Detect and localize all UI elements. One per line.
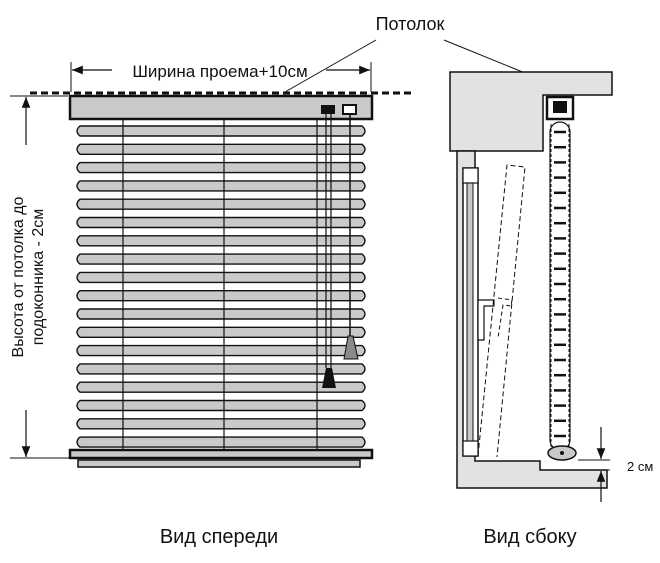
side-view-caption: Вид сбоку (483, 526, 576, 548)
window-sill (77, 459, 361, 468)
headrail (68, 94, 374, 121)
slat (76, 326, 366, 338)
slat (76, 253, 366, 265)
ceiling-wall (449, 71, 613, 152)
window-sash-bottom (462, 440, 479, 457)
window-sash-top (462, 167, 479, 184)
slat (76, 216, 366, 229)
pull-cord-tassel (322, 368, 336, 388)
side-headrail-inner (553, 101, 567, 113)
slat (76, 271, 366, 284)
height-label-line2: подоконника - 2см (30, 209, 47, 346)
control-block-light (342, 104, 357, 115)
open-sash-outline (477, 164, 526, 458)
gap-label: 2 см (627, 459, 653, 474)
slat (76, 363, 366, 375)
control-block-dark (321, 105, 335, 114)
side-view: 2 см Вид сбоку (449, 71, 653, 548)
width-label: Ширина проема+10см (132, 62, 307, 81)
ceiling-leader-front (284, 39, 377, 93)
slats (76, 125, 366, 448)
bottom-rail (68, 448, 374, 460)
slat (76, 290, 366, 302)
slat (76, 143, 366, 155)
slat (76, 381, 366, 393)
slat (76, 308, 366, 320)
slat (76, 235, 366, 247)
side-slat-stack (549, 121, 571, 451)
slat (76, 344, 366, 357)
slat (76, 418, 366, 430)
slat (76, 125, 366, 137)
height-label-line1: Высота от потолка до (10, 196, 27, 357)
slat (76, 180, 366, 192)
slat (76, 399, 366, 412)
slat (76, 161, 366, 174)
slat (76, 198, 366, 210)
side-slat-marks (554, 130, 566, 438)
slat (76, 436, 366, 448)
front-view: Ширина проема+10см Потолок Высота от пот… (10, 14, 575, 548)
window-glass (466, 182, 474, 442)
tilt-wand-tip (343, 335, 359, 360)
side-bottom-rail-dot (560, 451, 564, 455)
ceiling-label: Потолок (376, 14, 445, 34)
open-sash-handle (497, 297, 513, 339)
front-view-caption: Вид спереди (160, 526, 278, 548)
